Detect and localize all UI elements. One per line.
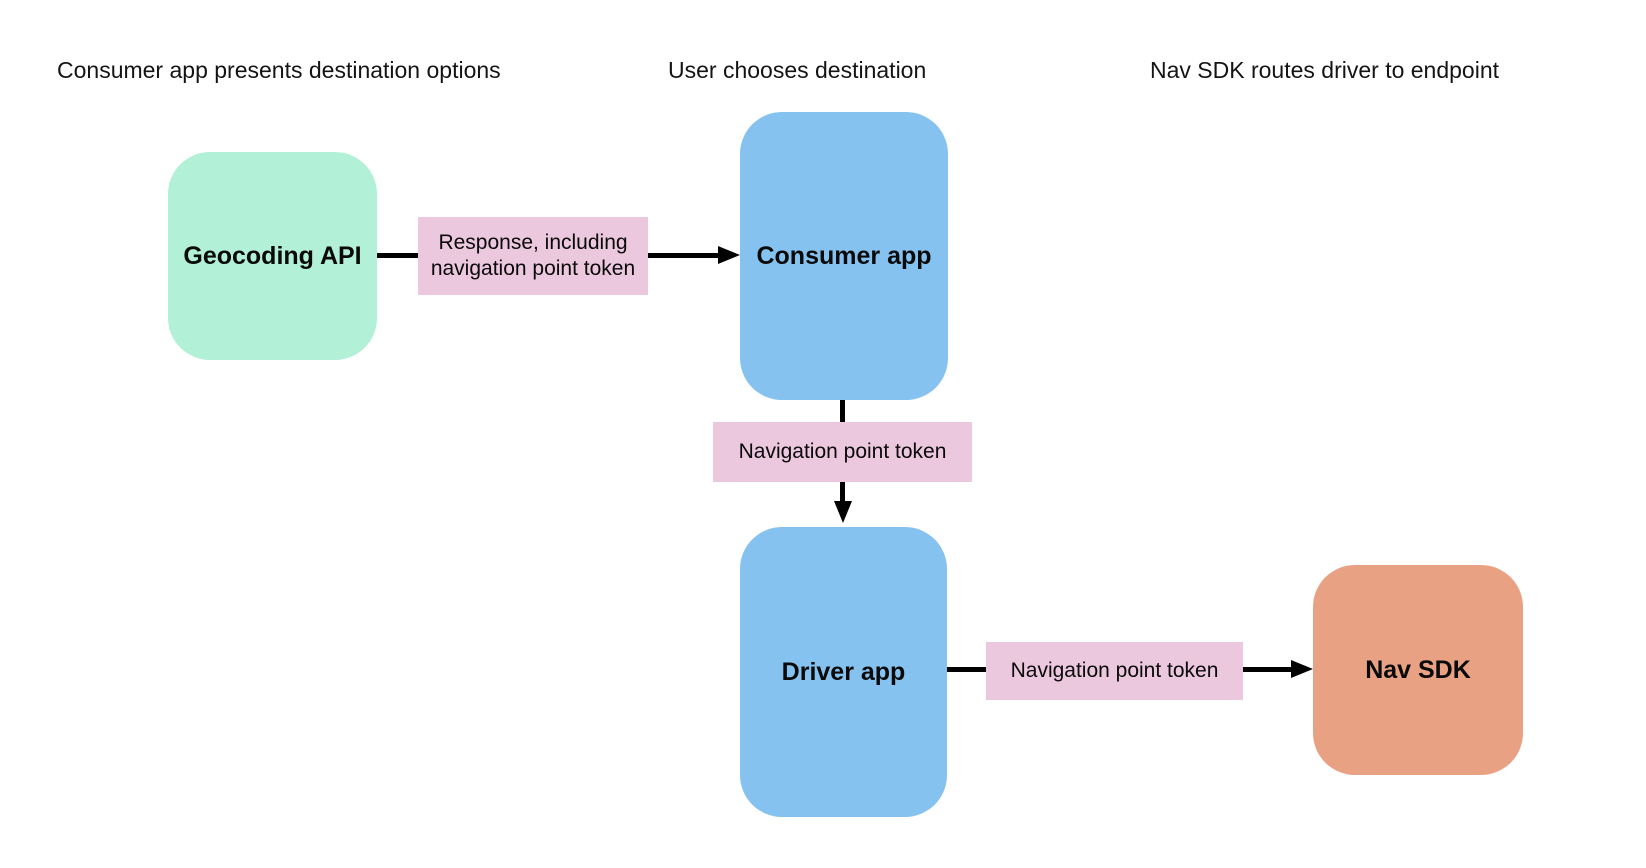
node-driver-app: Driver app <box>740 527 947 817</box>
node-driver-app-label: Driver app <box>781 657 906 686</box>
column-header-user-chooses: User chooses destination <box>668 57 927 83</box>
node-geocoding-api: Geocoding API <box>168 152 377 360</box>
arrow-head-down-icon <box>834 501 852 523</box>
edge-label-navigation-point-token-vertical: Navigation point token <box>713 422 972 482</box>
edge-label-navigation-point-token-horizontal: Navigation point token <box>986 642 1243 700</box>
arrow-head-right-icon <box>718 246 740 264</box>
arrow-head-right-icon <box>1291 660 1313 678</box>
node-nav-sdk-label: Nav SDK <box>1365 655 1471 684</box>
node-nav-sdk: Nav SDK <box>1313 565 1523 775</box>
column-header-navsdk-routes: Nav SDK routes driver to endpoint <box>1150 57 1500 83</box>
edge-label-response-including-token: Response, including navigation point tok… <box>418 217 648 295</box>
column-header-consumer-presents: Consumer app presents destination option… <box>57 57 501 83</box>
node-geocoding-api-label: Geocoding API <box>183 241 362 270</box>
node-consumer-app-label: Consumer app <box>756 241 932 270</box>
node-consumer-app: Consumer app <box>740 112 948 400</box>
